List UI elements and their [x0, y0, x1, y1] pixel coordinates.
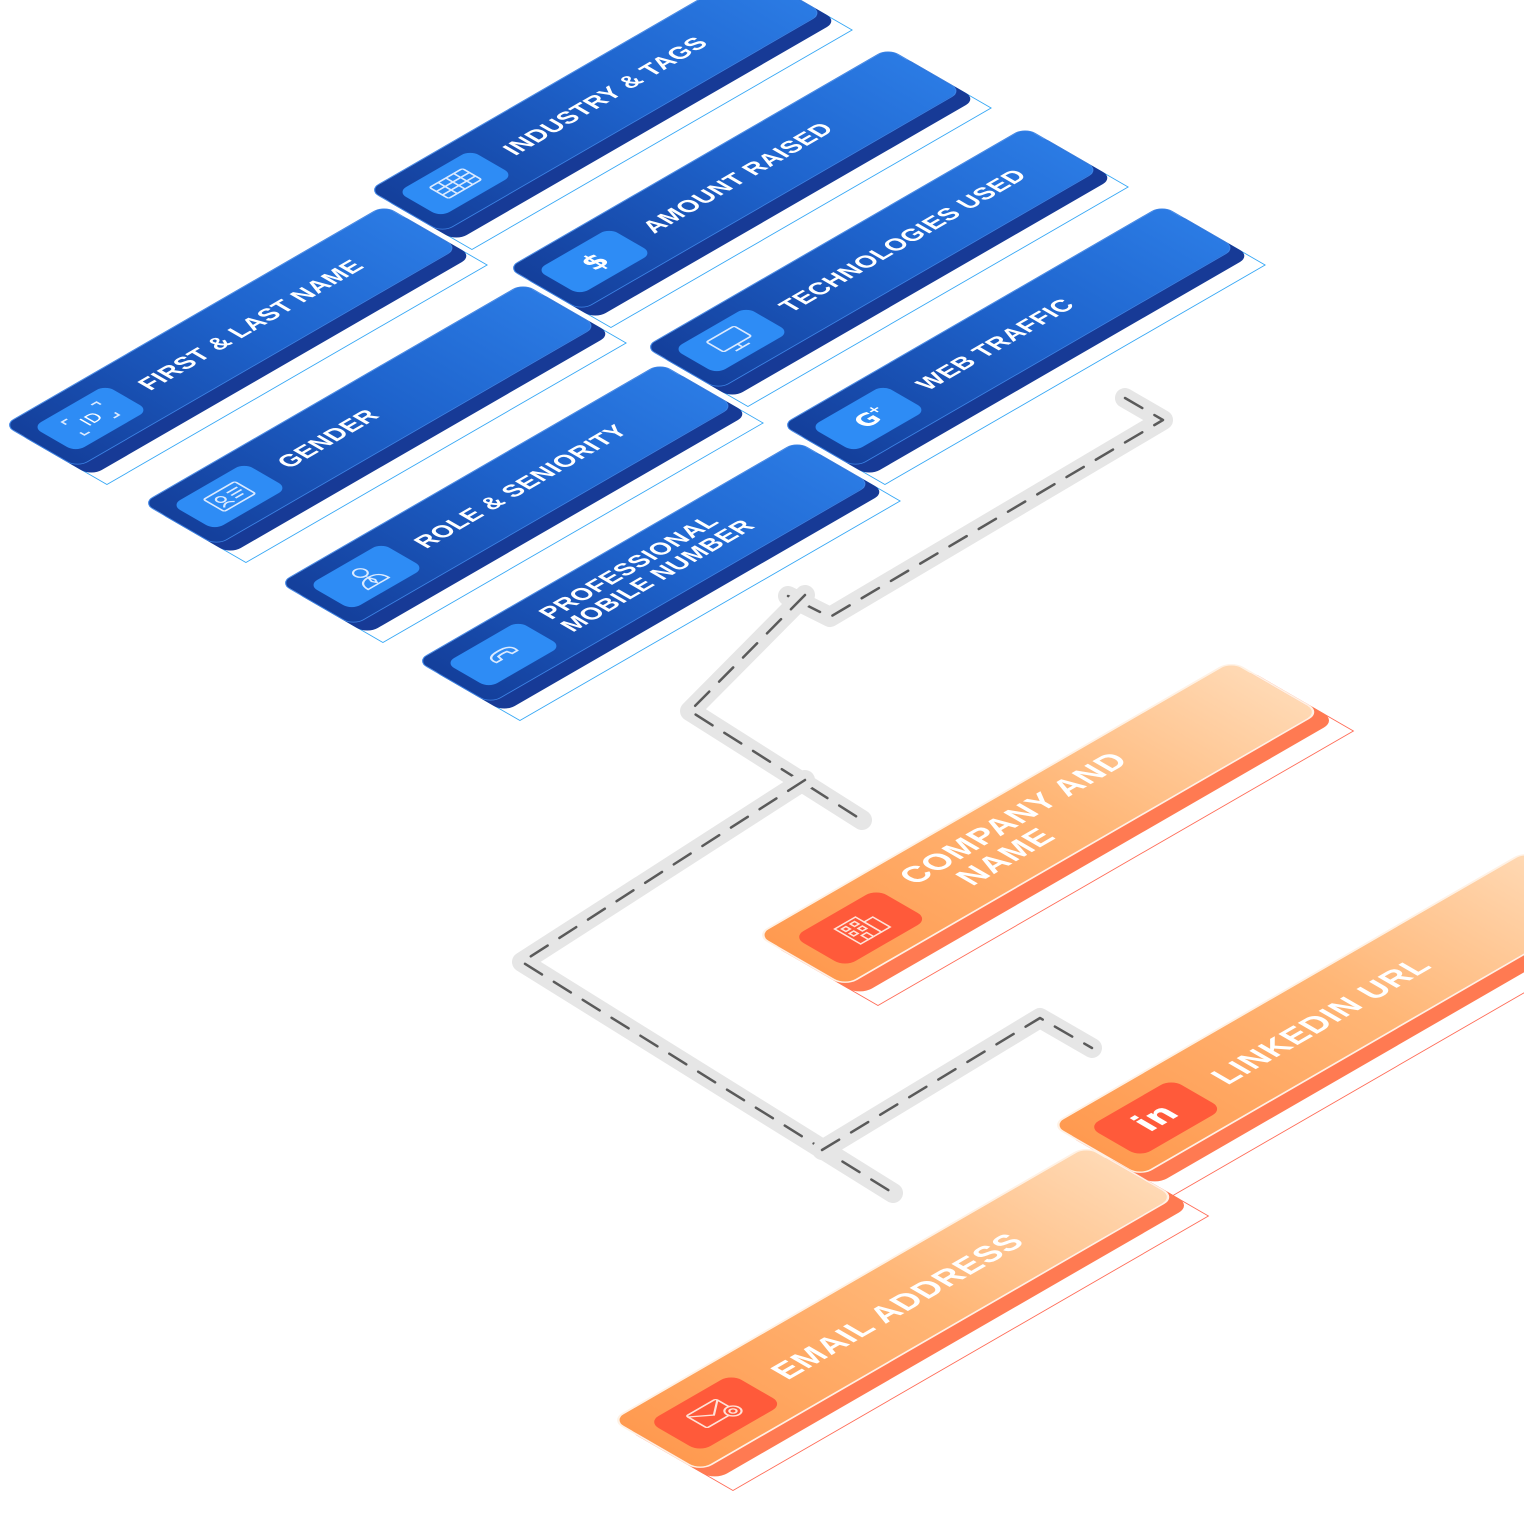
linkedin-icon-text: in	[1122, 1099, 1189, 1137]
monitor-icon	[673, 306, 790, 374]
svg-text:ID: ID	[76, 410, 109, 429]
id-icon: ID	[32, 384, 149, 452]
id-card-icon	[171, 462, 288, 530]
building-grid-icon	[397, 149, 514, 217]
person-icon	[308, 542, 425, 610]
google-plus-icon: G+	[810, 384, 927, 452]
phone-icon	[445, 620, 562, 688]
svg-text:$: $	[572, 249, 617, 275]
office-building-icon	[793, 888, 929, 967]
connector-middle-path	[680, 585, 872, 830]
dollar-icon: $	[536, 227, 653, 295]
connector-linkedin-path	[812, 1008, 1102, 1160]
email-icon	[648, 1373, 784, 1452]
